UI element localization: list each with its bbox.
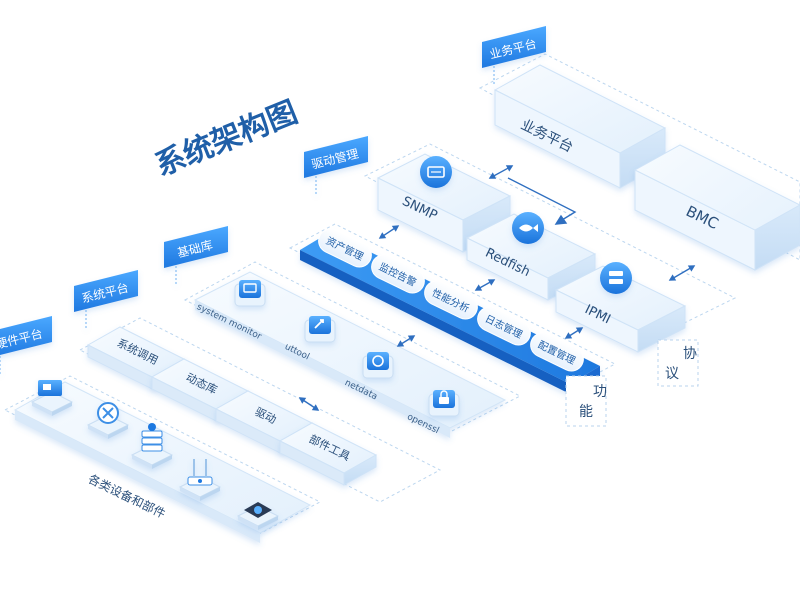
bmc-block [634, 144, 800, 271]
arrow-redfish-function [474, 279, 496, 291]
business-platform-block [493, 64, 667, 189]
protocol-label-char-1: 协 [683, 346, 697, 362]
connector-arrows [298, 165, 696, 411]
chip-icon [236, 502, 280, 530]
tag-hardware: 硬件平台 [0, 316, 52, 376]
protocol-side-label: 协 议 [657, 339, 699, 387]
router-icon [178, 459, 222, 501]
hardware-devices [30, 380, 280, 530]
keyboard-icon [420, 156, 452, 188]
function-pill-bg [477, 306, 531, 346]
function-pill-bg [424, 280, 478, 320]
protocol-layer: SNMP Redfish IPMI [376, 153, 699, 387]
base-tool[interactable]: uttool [283, 316, 336, 362]
layer-outline-5 [478, 53, 800, 261]
monitor-icon [30, 380, 74, 416]
function-pill-bg [318, 228, 372, 268]
server-icon [600, 262, 632, 294]
tag-base: 基础库 [164, 226, 228, 286]
wrench-icon [304, 316, 336, 343]
function-side-label: 功 能 [565, 375, 607, 427]
function-label-char-1: 功 [593, 384, 607, 400]
arrow-ipmi-bmc [668, 265, 696, 281]
monitor-icon [234, 280, 266, 307]
ipmi-block [554, 265, 687, 353]
function-label-char-2: 能 [579, 404, 593, 420]
arrow-system-base [298, 397, 320, 411]
fish-icon [512, 212, 544, 244]
arrow-redfish-business [507, 177, 577, 225]
lock-icon [428, 390, 460, 417]
protocol-label-char-2: 议 [665, 366, 679, 382]
chart-icon [362, 352, 394, 379]
server-stack-icon [130, 423, 174, 469]
page-title: 系统架构图 [150, 95, 302, 184]
redfish-block [465, 213, 597, 301]
arrow-base-function [396, 335, 416, 347]
business-layer: 业务平台 BMC [493, 64, 800, 271]
system-block[interactable]: 部件工具 [278, 422, 378, 486]
title-group: 系统架构图 [150, 95, 302, 184]
arrow-snmp-function [378, 225, 400, 239]
tag-driver: 驱动管理 [304, 136, 368, 196]
fan-icon [86, 402, 130, 439]
function-pill-bg [530, 332, 584, 372]
arrow-snmp-business [488, 165, 514, 179]
arrow-ipmi-function [564, 327, 584, 339]
function-pill-bg [371, 254, 425, 294]
tag-business: 业务平台 [482, 26, 546, 86]
tag-system: 系统平台 [74, 270, 138, 330]
